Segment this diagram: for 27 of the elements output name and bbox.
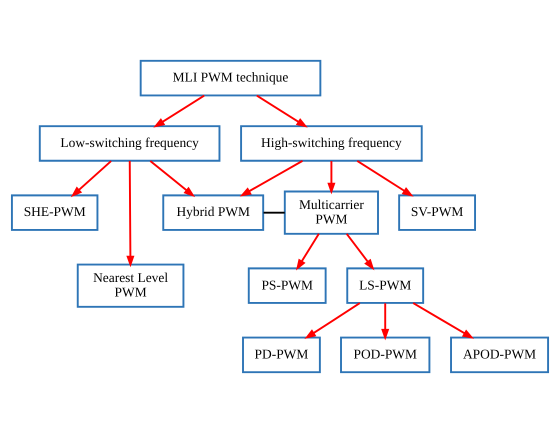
arrow xyxy=(356,160,414,196)
node-box: Low-switching frequency xyxy=(38,124,220,162)
node-box: SHE-PWM xyxy=(10,194,98,230)
arrow xyxy=(346,232,374,270)
arrow xyxy=(240,160,303,196)
arrow xyxy=(304,302,360,338)
arrow xyxy=(256,94,308,128)
arrow xyxy=(153,94,205,128)
node-box: SV-PWM xyxy=(398,194,476,230)
node-box: Hybrid PWM xyxy=(162,194,264,230)
arrow xyxy=(381,302,390,340)
node-box: PD-PWM xyxy=(242,336,321,373)
arrow xyxy=(150,160,196,197)
node-box: MLI PWM technique xyxy=(140,59,322,96)
node-box: POD-PWM xyxy=(340,336,430,373)
node-box: LS-PWM xyxy=(346,266,424,304)
arrow xyxy=(327,160,336,194)
arrow xyxy=(70,160,112,197)
node-box: APOD-PWM xyxy=(450,336,550,373)
arrow xyxy=(126,160,134,267)
node-box: Multicarrier PWM xyxy=(284,190,379,234)
node-box: High-switching frequency xyxy=(240,124,423,162)
arrow xyxy=(412,302,474,338)
node-box: Nearest Level PWM xyxy=(76,263,184,308)
connector xyxy=(264,211,285,214)
node-box: PS-PWM xyxy=(248,266,327,304)
arrow xyxy=(296,232,320,270)
